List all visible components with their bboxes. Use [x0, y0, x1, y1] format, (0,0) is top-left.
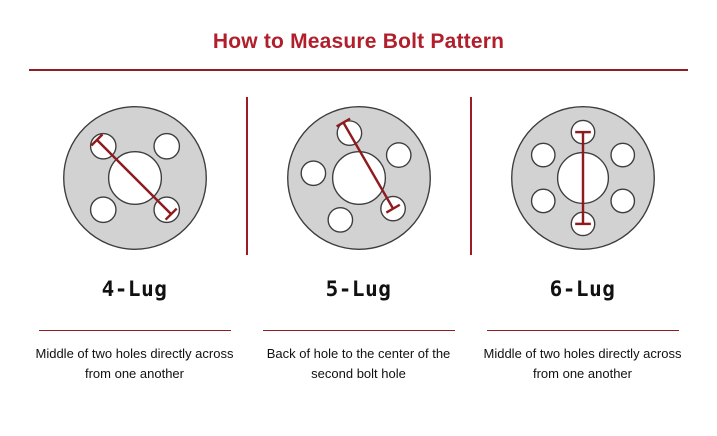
hub-center-hole: [331, 150, 386, 206]
4-lug-hub-diagram: [62, 106, 207, 250]
section-4-lug: 4-Lug Middle of two holes directly acros…: [24, 95, 246, 383]
lug-description-5: Back of hole to the center of the second…: [266, 346, 451, 381]
title-divider: [29, 69, 688, 71]
bolt-hole: [300, 160, 326, 187]
bolt-hole: [530, 188, 556, 214]
bolt-hole: [609, 188, 635, 214]
column-divider: [469, 97, 472, 255]
section-6-lug: 6-Lug Middle of two holes directly acros…: [472, 95, 694, 383]
label-divider: [262, 330, 455, 331]
column-divider: [245, 97, 248, 255]
bolt-hole: [89, 196, 117, 224]
5-lug-hub-diagram: [286, 106, 431, 250]
lug-description-4: Middle of two holes directly across from…: [35, 346, 234, 381]
measurement-tick: [385, 203, 400, 214]
bolt-hole: [609, 142, 635, 168]
lug-label-5: 5-Lug: [325, 277, 392, 301]
measurement-line: [341, 121, 394, 210]
lug-columns: 4-Lug Middle of two holes directly acros…: [0, 95, 717, 383]
measurement-tick: [89, 133, 103, 147]
measurement-tick: [335, 117, 351, 128]
lug-label-6: 6-Lug: [549, 277, 616, 301]
label-divider: [38, 330, 231, 331]
measurement-line: [95, 139, 172, 215]
bolt-hole: [152, 132, 180, 160]
bolt-hole: [530, 142, 556, 168]
page-title: How to Measure Bolt Pattern: [212, 30, 505, 53]
lug-label-4: 4-Lug: [101, 277, 168, 301]
label-divider: [486, 330, 679, 331]
6-lug-hub-diagram: [510, 106, 655, 250]
bolt-hole: [326, 207, 353, 233]
measurement-tick: [164, 207, 178, 221]
section-5-lug: 5-Lug Back of hole to the center of the …: [248, 95, 470, 383]
bolt-hole: [385, 142, 412, 168]
lug-description-6: Middle of two holes directly across from…: [483, 346, 682, 381]
